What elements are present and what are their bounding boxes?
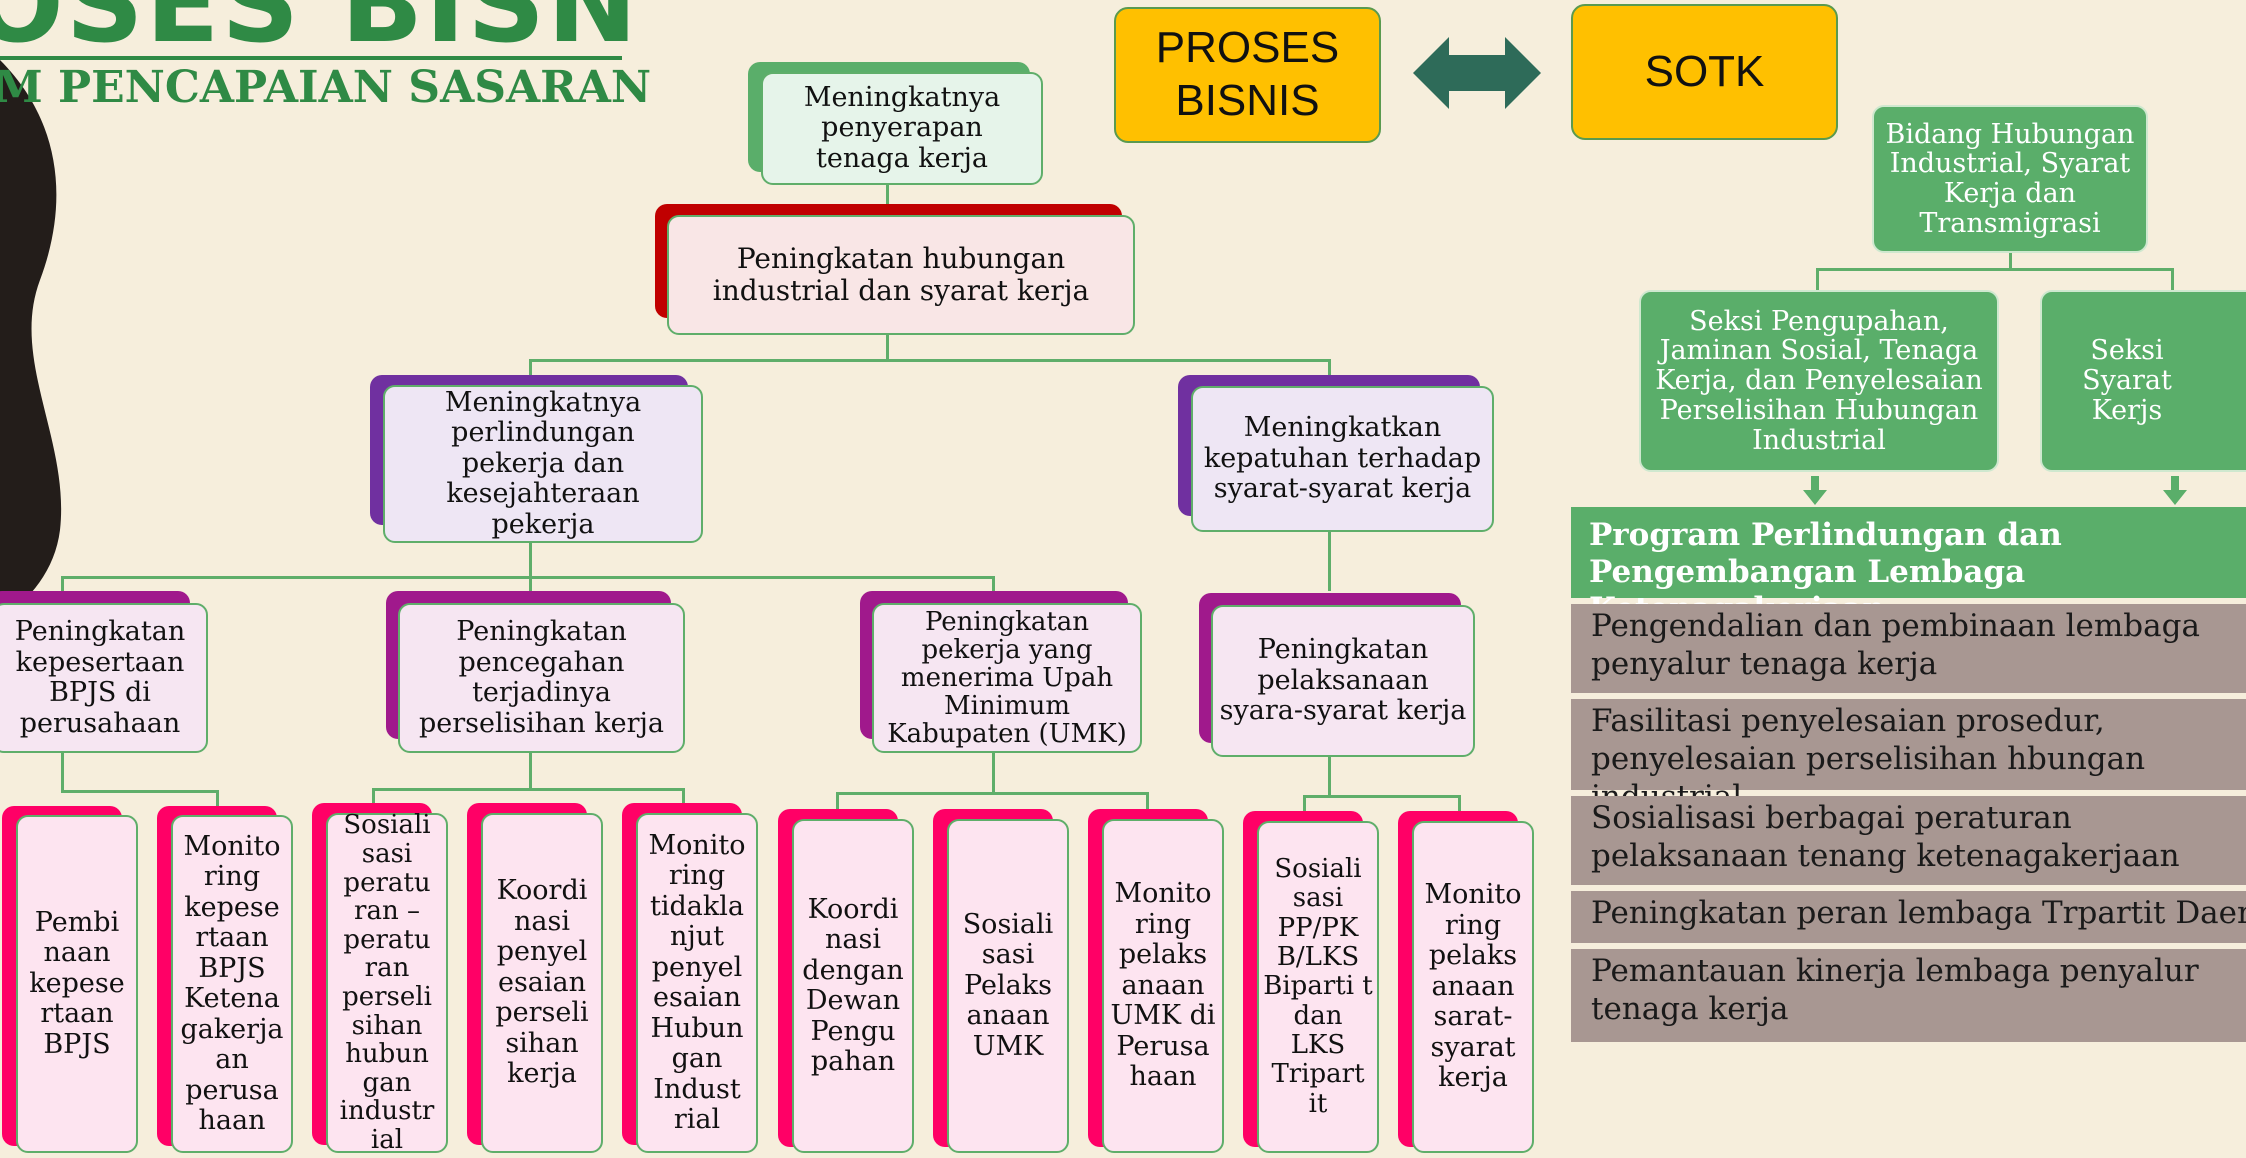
tree-level4-node: Sosiali sasi peratu ran – peratu ran per… — [326, 810, 448, 1155]
page-title-text: OSES BISNIS — [0, 0, 640, 58]
program-row: Fasilitasi penyelesaian prosedur, penyel… — [1571, 699, 2246, 815]
program-row-label: Pengendalian dan pembinaan lembaga penya… — [1591, 608, 2200, 682]
tree-level1-label: Peningkatan hubungan industrial dan syar… — [712, 242, 1090, 307]
program-row-label: Peningkatan peran lembaga Trpartit Daera… — [1591, 895, 2246, 931]
page-title: OSES BISNIS — [0, 0, 640, 58]
connector — [2009, 253, 2012, 270]
title-underline — [0, 56, 622, 60]
tree-level4-node: Koordi nasi dengan Dewan Pengu pahan — [792, 819, 914, 1153]
connector — [529, 359, 532, 384]
decorative-swirl-shape — [0, 60, 62, 620]
connector — [1458, 795, 1461, 813]
tree-level3-label: Peningkatan pekerja yang menerima Upah M… — [887, 606, 1127, 750]
connector — [529, 752, 532, 790]
connector — [682, 788, 685, 808]
tree-level2-label: Meningkatkan kepatuhan terhadap syarat-s… — [1203, 412, 1482, 505]
connector — [61, 576, 994, 579]
tree-root-label: Meningkatnya penyerapan tenaga kerja — [803, 81, 1001, 174]
tree-level4-label: Sosiali sasi PP/PK B/LKS Biparti t dan L… — [1263, 853, 1373, 1119]
connector — [529, 359, 1331, 362]
tree-level2-label: Meningkatnya perlindungan pekerja dan ke… — [444, 386, 642, 540]
tree-level3-node: Peningkatan kepesertaan BPJS di perusaha… — [0, 603, 208, 753]
page-subtitle: M PENCAPAIAN SASARAN — [0, 62, 652, 113]
tree-level4-node: Monito ring pelaks anaan UMK di Perusa h… — [1102, 819, 1224, 1153]
tree-level4-label: Monito ring pelaks anaan sarat-syarat ke… — [1424, 879, 1522, 1094]
tree-level4-label: Sosiali sasi peratu ran – peratu ran per… — [339, 810, 435, 1155]
tree-level3-node: Peningkatan pencegahan terjadinya persel… — [398, 603, 685, 753]
tree-level2-node: Meningkatnya perlindungan pekerja dan ke… — [383, 385, 703, 543]
connector — [836, 792, 839, 812]
tree-level4-node: Koordi nasi penyel esaian perseli sihan … — [481, 813, 603, 1153]
sotk-bidang-label: Bidang Hubungan Industrial, Syarat Kerja… — [1885, 118, 2135, 239]
program-row-label: Sosialisasi berbagai peraturan pelaksana… — [1591, 800, 2180, 874]
connector — [2171, 268, 2174, 290]
double-arrow-icon — [1413, 37, 1541, 109]
connector — [1328, 531, 1331, 591]
connector — [1816, 268, 2173, 271]
connector — [372, 788, 375, 808]
connector — [61, 752, 64, 792]
tree-level4-node: Sosiali sasi Pelaks anaan UMK — [947, 819, 1069, 1153]
tree-level4-node: Monito ring pelaks anaan sarat-syarat ke… — [1412, 821, 1534, 1153]
connector — [886, 185, 889, 207]
tree-level4-label: Pembi naan kepese rtaan BPJS — [29, 906, 125, 1060]
tree-level4-node: Sosiali sasi PP/PK B/LKS Biparti t dan L… — [1257, 821, 1379, 1153]
tree-level3-label: Peningkatan kepesertaan BPJS di perusaha… — [14, 616, 186, 739]
sotk-seksi-label: Seksi Syarat Kerjs — [2082, 335, 2172, 426]
sotk-bidang-box: Bidang Hubungan Industrial, Syarat Kerja… — [1872, 105, 2148, 253]
connector — [61, 790, 218, 793]
connector — [372, 788, 684, 791]
sotk-box: SOTK — [1571, 4, 1838, 140]
tree-root-node: Meningkatnya penyerapan tenaga kerja — [761, 72, 1043, 185]
program-row-label: Fasilitasi penyelesaian prosedur, penyel… — [1591, 703, 2146, 815]
tree-level4-label: Monito ring kepese rtaan BPJS Ketena gak… — [180, 830, 284, 1136]
tree-level4-label: Monito ring tidakla njut penyel esaian H… — [648, 829, 746, 1135]
connector — [992, 752, 995, 794]
arrow-down-icon — [1803, 476, 1827, 505]
connector — [886, 335, 889, 360]
connector — [529, 576, 532, 604]
connector — [1303, 795, 1461, 798]
tree-level3-label: Peningkatan pencegahan terjadinya persel… — [419, 616, 664, 739]
proses-bisnis-box: PROSES BISNIS — [1114, 7, 1381, 143]
tree-level4-node: Pembi naan kepese rtaan BPJS — [16, 815, 138, 1153]
tree-level2-node: Meningkatkan kepatuhan terhadap syarat-s… — [1191, 386, 1494, 532]
tree-level4-label: Monito ring pelaks anaan UMK di Perusa h… — [1110, 878, 1216, 1093]
connector — [1816, 268, 1819, 290]
program-row: Pemantauan kinerja lembaga penyalur tena… — [1571, 949, 2246, 1045]
tree-level4-label: Sosiali sasi Pelaks anaan UMK — [962, 908, 1054, 1062]
connector — [61, 576, 64, 598]
tree-level3-node: Peningkatan pekerja yang menerima Upah M… — [872, 603, 1142, 753]
sotk-label: SOTK — [1644, 47, 1765, 96]
connector — [1303, 795, 1306, 813]
program-row-label: Pemantauan kinerja lembaga penyalur tena… — [1591, 953, 2199, 1027]
connector — [1328, 359, 1331, 377]
tree-level3-label: Peningkatan pelaksanaan syara-syarat ker… — [1219, 634, 1467, 727]
connector — [216, 790, 219, 807]
program-row: Sosialisasi berbagai peraturan pelaksana… — [1571, 796, 2246, 888]
sotk-seksi-box: Seksi Pengupahan, Jaminan Sosial, Tenaga… — [1639, 290, 1999, 472]
connector — [1146, 792, 1149, 812]
program-header: Program Perlindungan dan Pengembangan Le… — [1571, 507, 2246, 627]
tree-level4-label: Koordi nasi penyel esaian perseli sihan … — [495, 875, 589, 1090]
sotk-seksi-box: Seksi Syarat Kerjs — [2040, 290, 2246, 472]
connector — [529, 543, 532, 577]
connector — [836, 792, 1149, 795]
connector — [992, 576, 995, 602]
sotk-seksi-label: Seksi Pengupahan, Jaminan Sosial, Tenaga… — [1655, 305, 1983, 456]
tree-level4-label: Koordi nasi dengan Dewan Pengu pahan — [802, 893, 904, 1077]
tree-level1-node: Peningkatan hubungan industrial dan syar… — [667, 215, 1135, 335]
tree-level3-node: Peningkatan pelaksanaan syara-syarat ker… — [1211, 605, 1475, 757]
program-row: Peningkatan peran lembaga Trpartit Daera… — [1571, 891, 2246, 946]
connector — [1328, 757, 1331, 795]
proses-bisnis-label: PROSES BISNIS — [1155, 23, 1340, 125]
program-row: Pengendalian dan pembinaan lembaga penya… — [1571, 604, 2246, 696]
tree-level4-node: Monito ring tidakla njut penyel esaian H… — [636, 813, 758, 1153]
arrow-down-icon — [2163, 476, 2187, 505]
tree-level4-node: Monito ring kepese rtaan BPJS Ketena gak… — [171, 815, 293, 1153]
